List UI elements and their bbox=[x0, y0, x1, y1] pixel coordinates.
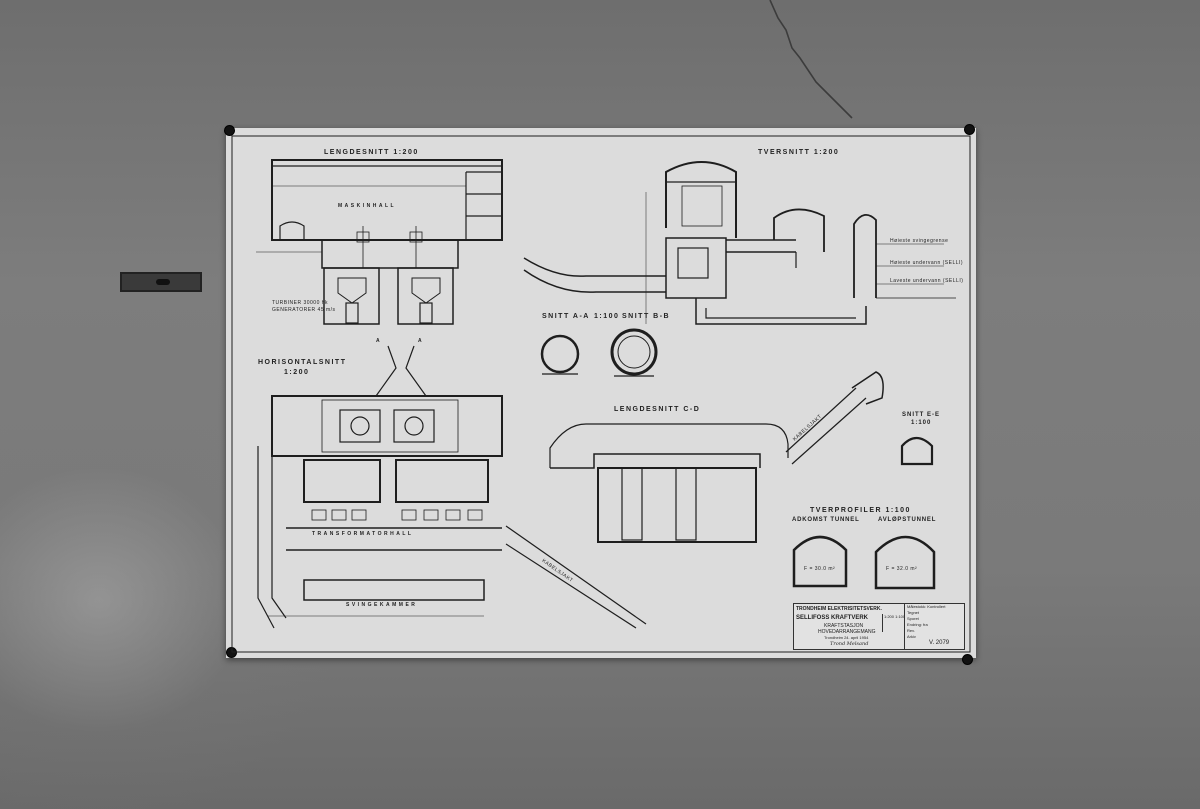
title-block-side-row: Tegnet bbox=[907, 610, 920, 615]
title-block-subject: KRAFTSTASJON bbox=[824, 623, 864, 629]
title-block-side-row: Målestokk: Kontrollert bbox=[907, 604, 946, 609]
pin-top-left bbox=[224, 125, 235, 136]
sections-aa-bb bbox=[540, 328, 658, 377]
profile-title-outlet: AVLØPSTUNNEL bbox=[878, 517, 937, 523]
view-title-section-aa: SNITT A-A bbox=[542, 313, 590, 320]
view-title-section-bb: SNITT B-B bbox=[622, 313, 671, 320]
view-title-section-ee: SNITT E-E bbox=[902, 412, 941, 418]
section-ee-profile bbox=[900, 436, 934, 466]
title-block-company: TRONDHEIM ELEKTRISITETSVERK. bbox=[796, 606, 882, 612]
room-label-surge-chamber: SVINGEKAMMER bbox=[346, 602, 418, 608]
room-label-machine-hall: MASKINHALL bbox=[338, 203, 397, 209]
title-block-drawing-number: V. 2079 bbox=[929, 640, 950, 646]
view-title-longitudinal: LENGDESNITT 1:200 bbox=[324, 149, 419, 156]
area-access: F = 30.0 m² bbox=[804, 566, 836, 572]
longitudinal-section bbox=[256, 159, 503, 325]
drawing-sheet: LENGDESNITT 1:200 TVERSNITT 1:200 MASKIN… bbox=[224, 124, 976, 665]
title-block-scale: 1:200 1:100 bbox=[882, 614, 906, 632]
cross-section bbox=[523, 161, 956, 325]
wall-latch bbox=[120, 272, 202, 292]
view-title-cross: TVERSNITT 1:200 bbox=[758, 149, 840, 156]
view-scale-section-ee: 1:100 bbox=[911, 420, 932, 426]
title-block-signature: Trond Melsand bbox=[830, 641, 869, 647]
cross-profiles bbox=[792, 535, 936, 590]
note-generators: GENERATORER 45 m/s bbox=[272, 307, 336, 313]
horizontal-section bbox=[257, 345, 647, 629]
title-block-side-row: Endring: fra bbox=[907, 622, 928, 627]
view-title-horizontal: HORISONTALSNITT bbox=[258, 359, 347, 366]
title-block: TRONDHEIM ELEKTRISITETSVERK. SELLIFOSS K… bbox=[793, 603, 965, 650]
section-marker-a2: A bbox=[418, 338, 424, 344]
view-scale-section-aa: 1:100 bbox=[594, 313, 620, 320]
title-block-project: SELLIFOSS KRAFTVERK bbox=[796, 615, 869, 621]
section-marker-a1: A bbox=[376, 338, 382, 344]
view-scale-horizontal: 1:200 bbox=[284, 369, 310, 376]
pin-top-right bbox=[964, 124, 975, 135]
view-title-longitudinal-cd: LENGDESNITT C-D bbox=[614, 406, 701, 413]
title-block-side-row: Arkiv bbox=[907, 634, 916, 639]
area-outlet: F = 32.0 m² bbox=[886, 566, 918, 572]
profile-title-access: ADKOMST TUNNEL bbox=[792, 517, 860, 523]
longitudinal-section-cd bbox=[549, 371, 884, 543]
title-block-place-date: Trondheim 24. april 1954 bbox=[824, 635, 869, 640]
water-level-1: Høieste svingegrense bbox=[890, 238, 949, 244]
water-level-2: Høieste undervann (SELLI) bbox=[890, 260, 964, 266]
title-block-subtitle: HOVEDARRANGEMANG bbox=[818, 629, 876, 635]
note-turbines: TURBINER 30000 hk bbox=[272, 300, 329, 306]
title-block-side-row: Rev. bbox=[907, 628, 915, 633]
title-block-side-row: Sporet bbox=[907, 616, 919, 621]
title-block-side: Målestokk: Kontrollert Tegnet Sporet End… bbox=[904, 604, 966, 649]
pin-bottom-right bbox=[962, 654, 973, 665]
view-title-cross-profiles: TVERPROFILER 1:100 bbox=[810, 507, 911, 514]
technical-drawing bbox=[231, 135, 971, 653]
room-label-transformer-hall: TRANSFORMATORHALL bbox=[312, 531, 414, 537]
water-level-3: Laveste undervann (SELLI) bbox=[890, 278, 964, 284]
